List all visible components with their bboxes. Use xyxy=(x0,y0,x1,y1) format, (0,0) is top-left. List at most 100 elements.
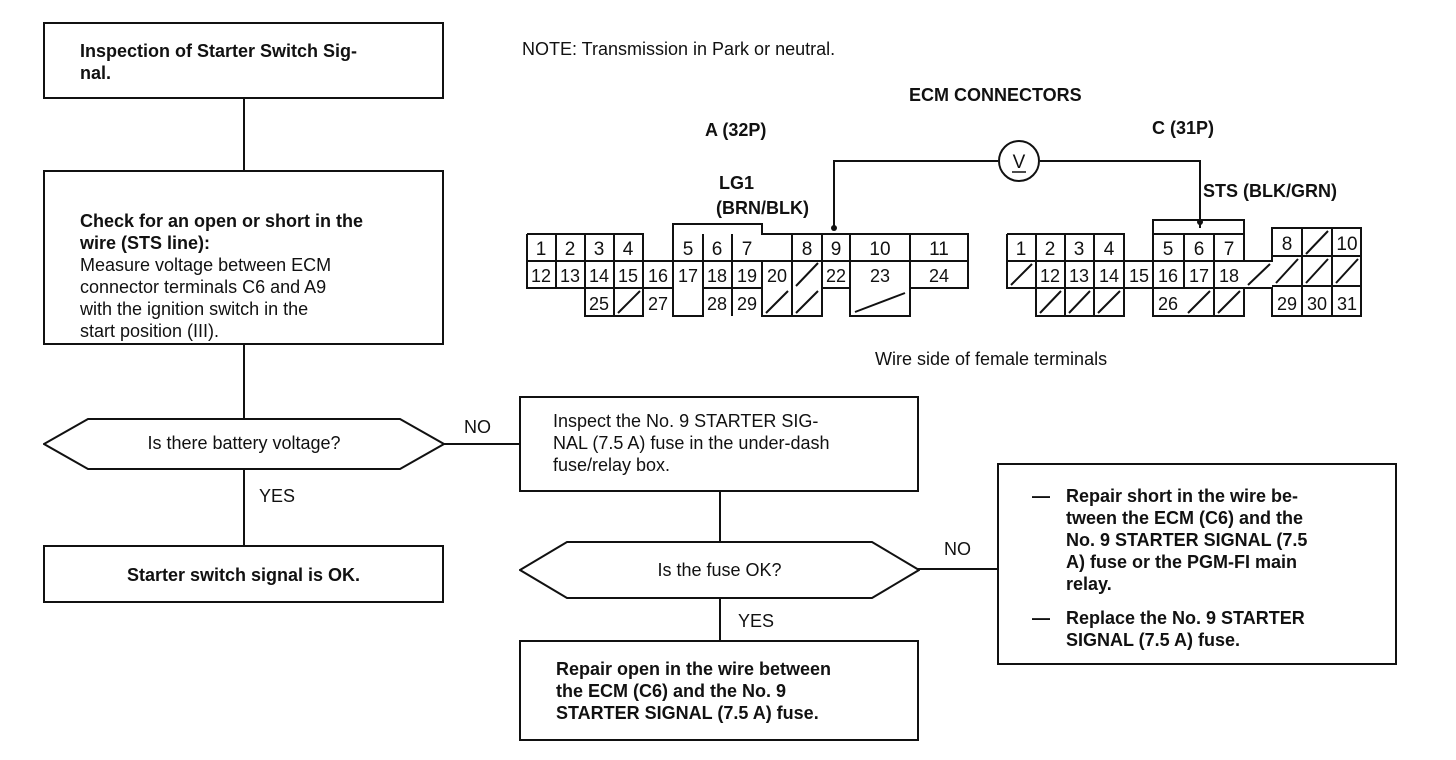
meter-lead-a9 xyxy=(833,160,998,228)
terminal-label: 13 xyxy=(1069,266,1089,286)
terminal-label: 7 xyxy=(1224,239,1235,260)
terminal-label: 4 xyxy=(1104,239,1115,260)
terminal-label: 9 xyxy=(831,239,842,260)
empty-slot xyxy=(1217,290,1241,314)
result-ok-box: Starter switch signal is OK. xyxy=(43,545,444,603)
yes-label: YES xyxy=(738,611,775,631)
no-label: NO xyxy=(944,539,971,559)
meter-lead-c6 xyxy=(1040,160,1201,228)
connector-c-label: C (31P) xyxy=(1152,118,1215,138)
terminal-label: 2 xyxy=(1045,239,1056,260)
empty-slot xyxy=(854,292,906,313)
empty-slot xyxy=(617,290,641,314)
empty-slot xyxy=(1068,290,1091,314)
terminal-label: 17 xyxy=(1189,266,1209,286)
step-check-heading: Check for an open or short in the wire (… xyxy=(80,211,364,253)
empty-slot xyxy=(1335,258,1359,284)
sts-label: STS (BLK/GRN) xyxy=(1203,181,1337,201)
connector-a-label: A (32P) xyxy=(705,120,767,140)
terminal-label: 6 xyxy=(712,239,723,260)
terminal-label: 18 xyxy=(707,266,727,286)
flow-connector xyxy=(243,98,245,171)
repair-open-box: Repair open in the wire between the ECM … xyxy=(519,640,919,741)
voltmeter-icon xyxy=(998,140,1040,182)
flow-connector xyxy=(918,568,998,570)
repair-short-box: — Repair short in the wire be- tween the… xyxy=(997,463,1397,665)
terminal-label: 8 xyxy=(802,239,813,260)
decision-battery-voltage xyxy=(43,418,445,470)
connector-caption: Wire side of female terminals xyxy=(875,349,1108,369)
step-check-body: Measure voltage between ECM connector te… xyxy=(80,255,332,341)
terminal-label: 3 xyxy=(1074,239,1085,260)
inspect-fuse-box: Inspect the No. 9 STARTER SIG- NAL (7.5 … xyxy=(519,396,919,492)
terminal-label: 29 xyxy=(1277,294,1297,314)
terminal-label: 17 xyxy=(678,266,698,286)
terminal-label: 31 xyxy=(1337,294,1357,314)
repair-short-dash-2: — xyxy=(1032,608,1050,628)
terminal-label: 27 xyxy=(648,294,668,314)
decision-fuse-ok-label: Is the fuse OK? xyxy=(657,560,782,580)
probe-point-c6 xyxy=(1197,219,1203,225)
terminal-label: 22 xyxy=(826,266,846,286)
terminal-label: 23 xyxy=(870,266,890,286)
terminal-label: 15 xyxy=(1129,266,1149,286)
decision-fuse-ok xyxy=(519,541,920,599)
empty-slot xyxy=(1305,258,1329,284)
voltmeter-symbol: V xyxy=(1013,152,1026,173)
terminal-label: 20 xyxy=(767,266,787,286)
step-inspection-box: Inspection of Starter Switch Sig- nal. xyxy=(43,22,444,99)
empty-slot xyxy=(795,262,819,287)
terminal-label: 15 xyxy=(618,266,638,286)
terminal-label: 1 xyxy=(536,239,547,260)
empty-slot xyxy=(1097,290,1121,314)
terminal-label: 10 xyxy=(869,239,890,260)
empty-slot xyxy=(1305,230,1329,255)
empty-slot xyxy=(1010,263,1033,286)
terminal-label: 30 xyxy=(1307,294,1327,314)
empty-slot xyxy=(795,290,819,314)
empty-slot xyxy=(765,290,789,314)
terminal-label: 14 xyxy=(589,266,609,286)
flow-connector xyxy=(719,491,721,541)
ecm-connectors-title: ECM CONNECTORS xyxy=(909,85,1082,105)
inspect-fuse-text: Inspect the No. 9 STARTER SIG- NAL (7.5 … xyxy=(553,411,830,475)
terminal-label: 13 xyxy=(560,266,580,286)
terminal-label: 1 xyxy=(1016,239,1027,260)
no-label: NO xyxy=(464,417,491,437)
yes-label: YES xyxy=(259,486,296,506)
terminal-label: 3 xyxy=(594,239,605,260)
step-check-box: Check for an open or short in the wire (… xyxy=(43,170,444,345)
terminal-label: 6 xyxy=(1194,239,1205,260)
terminal-label: 25 xyxy=(589,294,609,314)
step-inspection-title: Inspection of Starter Switch Sig- nal. xyxy=(80,41,358,83)
empty-slot xyxy=(1039,290,1062,314)
empty-slot xyxy=(1275,258,1299,284)
decision-shape xyxy=(519,541,920,599)
terminal-label: 12 xyxy=(531,266,551,286)
terminal-label: 24 xyxy=(929,266,949,286)
terminal-label: 18 xyxy=(1219,266,1239,286)
repair-short-dash-1: — xyxy=(1032,486,1050,506)
flow-connector xyxy=(719,598,721,640)
terminal-label: 10 xyxy=(1336,234,1357,255)
probe-point-a9 xyxy=(831,225,837,231)
terminal-label: 5 xyxy=(1163,239,1174,260)
result-ok-text: Starter switch signal is OK. xyxy=(126,565,361,585)
terminal-label: 29 xyxy=(737,294,757,314)
terminal-label: 4 xyxy=(623,239,634,260)
repair-short-item-2: Replace the No. 9 STARTER SIGNAL (7.5 A)… xyxy=(1066,608,1305,650)
step-check-text: Check for an open or short in the wire (… xyxy=(80,188,420,364)
terminal-label: 28 xyxy=(707,294,727,314)
empty-slot xyxy=(1247,263,1271,286)
repair-open-text: Repair open in the wire between the ECM … xyxy=(556,659,832,723)
decision-battery-voltage-label: Is there battery voltage? xyxy=(147,433,341,453)
terminal-label: 16 xyxy=(1158,266,1178,286)
terminal-label: 16 xyxy=(648,266,668,286)
decision-shape xyxy=(43,418,445,470)
terminal-label: 5 xyxy=(683,239,694,260)
terminal-label: 2 xyxy=(565,239,576,260)
note-text: NOTE: Transmission in Park or neutral. xyxy=(522,39,836,59)
lg1-wire-color: (BRN/BLK) xyxy=(716,198,809,218)
flow-connector xyxy=(442,443,520,445)
